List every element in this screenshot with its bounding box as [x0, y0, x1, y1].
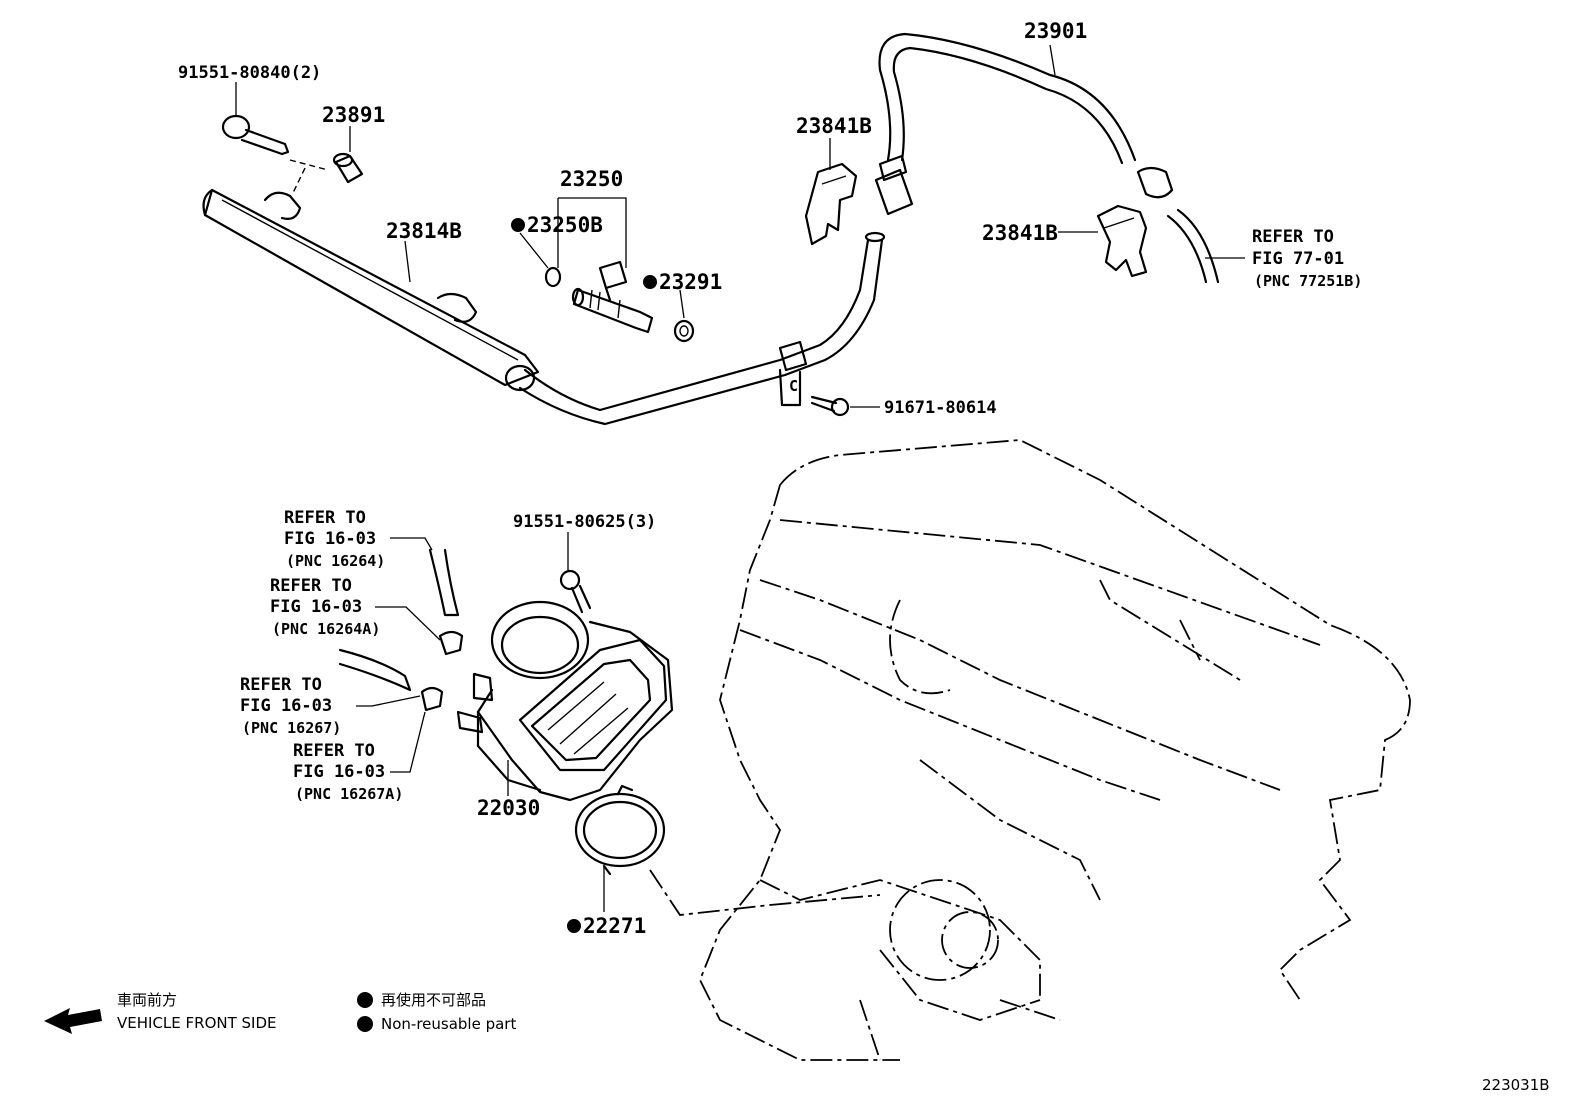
refer-pnc-16267a: REFER TO FIG 16-03 (PNC 16267A) [293, 741, 403, 803]
refer-pnc-16267: REFER TO FIG 16-03 (PNC 16267) [240, 675, 341, 737]
svg-text:REFER TO: REFER TO [284, 508, 366, 528]
non-reusable-dot-icon [567, 919, 581, 933]
insulator-icon [673, 319, 695, 343]
hose-ref-16264 [428, 548, 460, 617]
svg-text:REFER TO: REFER TO [270, 576, 352, 596]
hose-ref-77 [1166, 214, 1208, 284]
clip-ref-16264a [438, 630, 464, 656]
svg-text:C: C [789, 377, 798, 395]
label-throttle-body: 22030 [477, 796, 540, 820]
non-reusable-dot-icon [511, 218, 525, 232]
svg-text:FIG 16-03: FIG 16-03 [284, 529, 376, 549]
engine-outline [649, 439, 1411, 1061]
label-injector: 23250 [560, 167, 623, 191]
bolt-91551-80840-icon [221, 114, 290, 156]
front-label-jp: 車両前方 [117, 991, 177, 1009]
refer-pnc-16264: REFER TO FIG 16-03 (PNC 16264) [284, 508, 385, 570]
refer-pnc-16264a: REFER TO FIG 16-03 (PNC 16264A) [270, 576, 380, 638]
svg-text:REFER TO: REFER TO [1252, 227, 1334, 247]
vehicle-front-legend: 車両前方 VEHICLE FRONT SIDE [44, 991, 277, 1034]
label-bolt-91551-80625: 91551-80625(3) [513, 512, 656, 532]
svg-text:(PNC 77251B): (PNC 77251B) [1254, 272, 1362, 290]
throttle-body-icon [456, 600, 674, 802]
svg-text:FIG 16-03: FIG 16-03 [240, 696, 332, 716]
fuel-pipe-line: C [518, 231, 886, 426]
figure-id: 223031B [1482, 1076, 1550, 1094]
injector-icon [571, 260, 654, 334]
non-reusable-legend: 再使用不可部品 Non-reusable part [357, 991, 516, 1033]
label-fuel-hose: 23901 [1024, 19, 1087, 43]
leader-lines [235, 44, 1245, 912]
label-clamp-upper: 23841B [796, 114, 872, 138]
svg-text:FIG 77-01: FIG 77-01 [1252, 249, 1344, 269]
svg-text:(PNC 16267): (PNC 16267) [242, 719, 341, 737]
non-reusable-dot-icon [643, 275, 657, 289]
label-clamp-right: 23841B [982, 221, 1058, 245]
label-bolt-91671: 91671-80614 [884, 398, 997, 418]
svg-text:REFER TO: REFER TO [240, 675, 322, 695]
svg-text:FIG 16-03: FIG 16-03 [293, 762, 385, 782]
svg-text:(PNC 16264): (PNC 16264) [286, 552, 385, 570]
svg-text:REFER TO: REFER TO [293, 741, 375, 761]
non-reusable-dot-icon [357, 1016, 373, 1032]
label-bolt-91551-80840: 91551-80840(2) [178, 63, 321, 83]
fuel-delivery-pipe [202, 188, 540, 392]
front-label-en: VEHICLE FRONT SIDE [117, 1014, 277, 1032]
nonreuse-label-en: Non-reusable part [381, 1015, 516, 1033]
clip-ref-16267a [420, 686, 444, 712]
svg-text:FIG 16-03: FIG 16-03 [270, 597, 362, 617]
label-delivery-pipe: 23814B [386, 219, 462, 243]
label-grommet: 23891 [322, 103, 385, 127]
non-reusable-dot-icon [357, 992, 373, 1008]
hose-clamp-icon [804, 162, 858, 246]
bolt-91671-icon [810, 395, 850, 417]
label-insulator: 23291 [659, 270, 722, 294]
svg-text:(PNC 16264A): (PNC 16264A) [272, 620, 380, 638]
hose-ref-16267 [338, 648, 412, 692]
nonreuse-label-jp: 再使用不可部品 [381, 991, 486, 1009]
gasket-icon [574, 784, 666, 876]
front-arrow-icon [44, 1008, 102, 1034]
bolt-91551-80625-icon [559, 569, 592, 614]
fuel-hose-icon [874, 32, 1174, 216]
refer-fig-77-01: REFER TO FIG 77-01 (PNC 77251B) [1252, 227, 1362, 290]
grommet-icon [332, 152, 364, 184]
hose-clamp-icon-2 [1096, 204, 1148, 278]
label-injector-oring: 23250B [527, 213, 603, 237]
label-gasket: 22271 [583, 914, 646, 938]
o-ring-icon [544, 266, 562, 288]
svg-text:(PNC 16267A): (PNC 16267A) [295, 785, 403, 803]
